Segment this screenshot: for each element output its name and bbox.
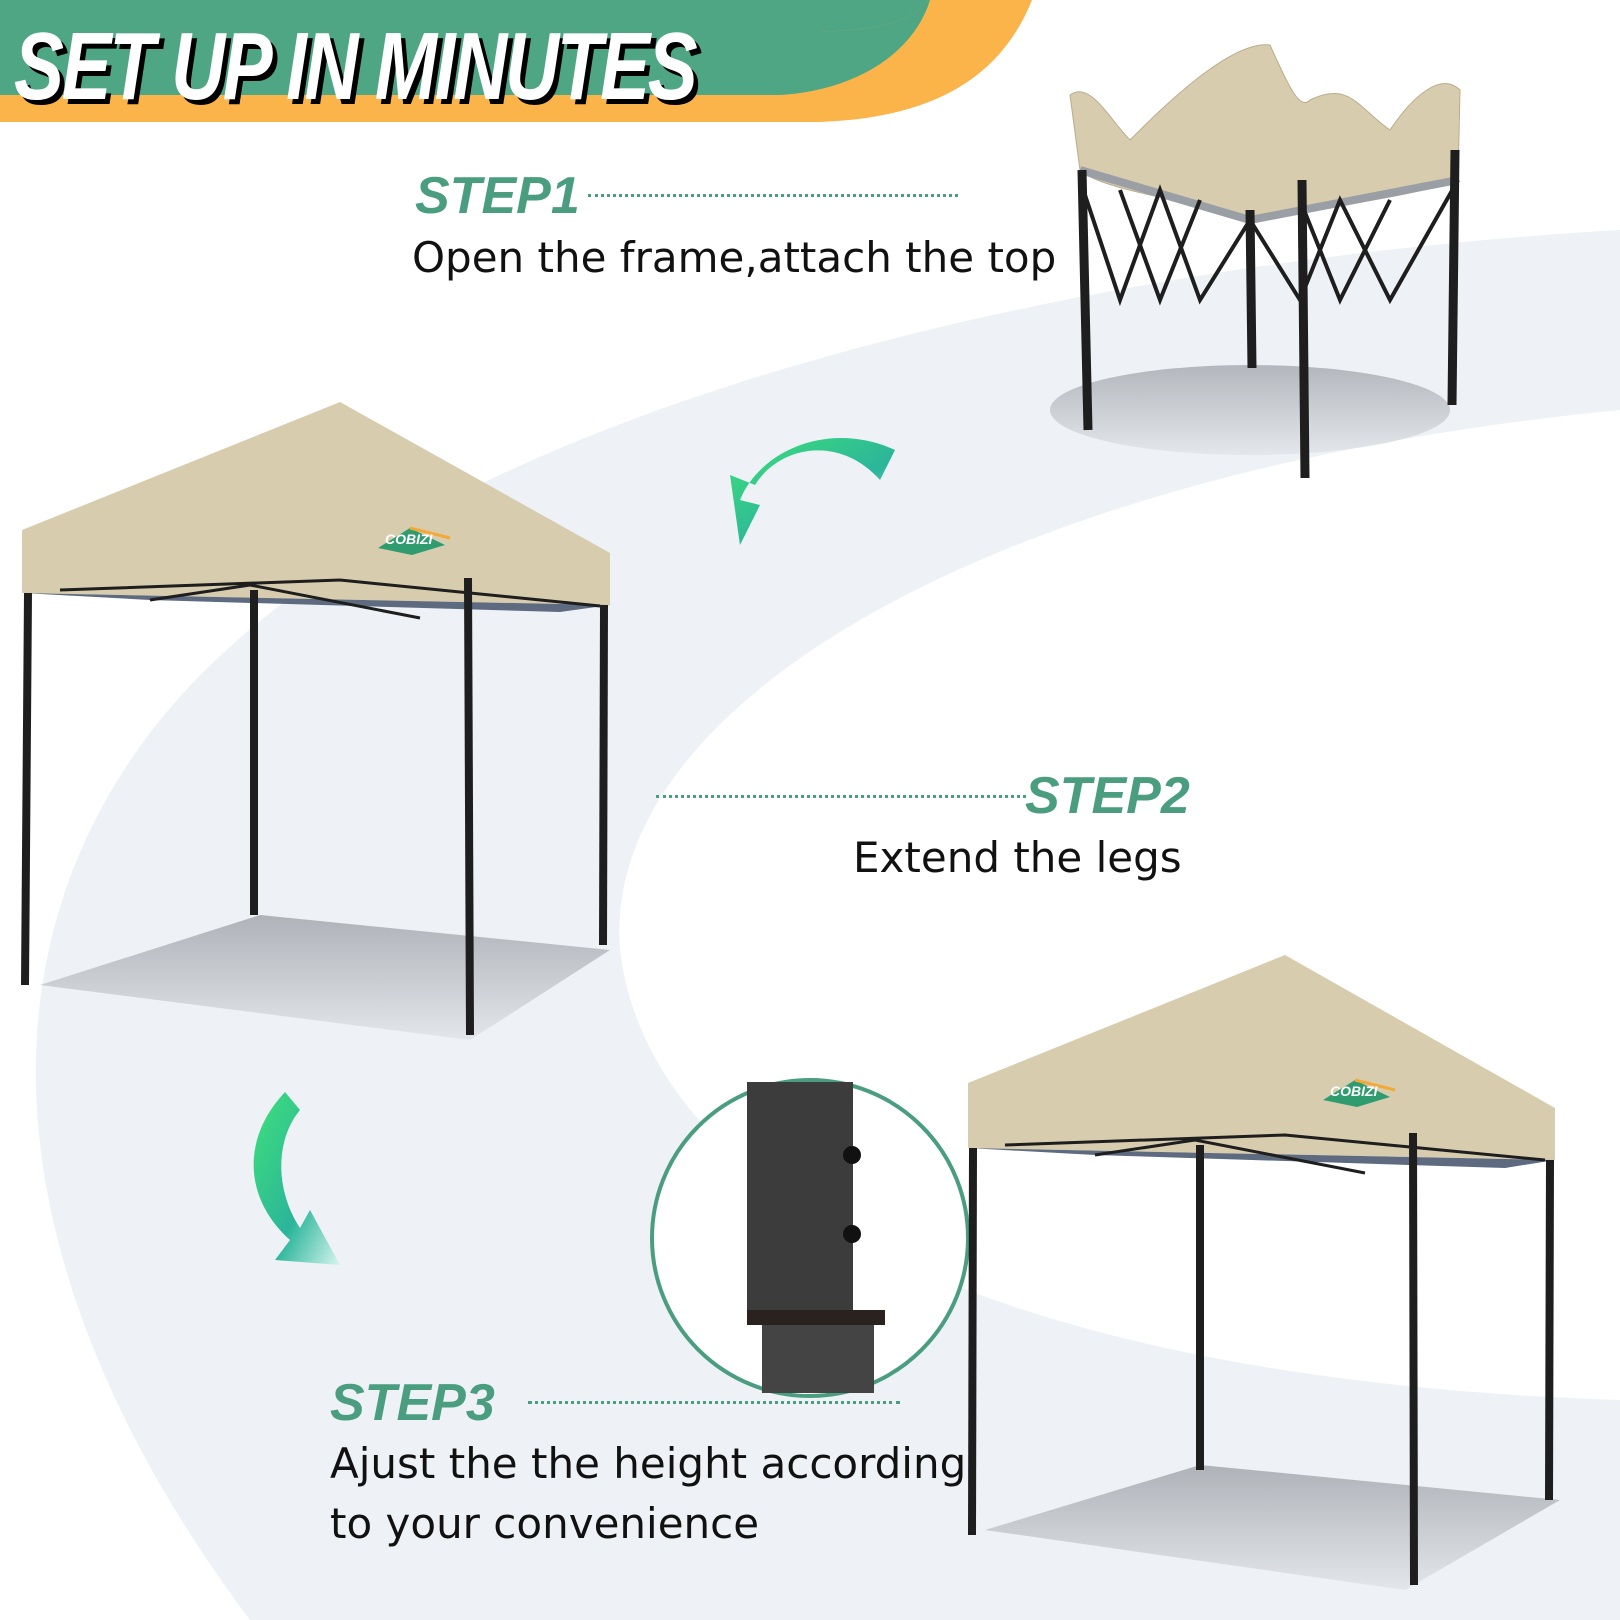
step2-divider	[656, 795, 1026, 798]
logo-text-2: COBIZI	[1330, 1083, 1378, 1099]
step3-label: STEP3	[330, 1374, 495, 1432]
step1-divider	[588, 194, 958, 197]
curved-arrow-icon-2	[253, 1092, 340, 1265]
step2-label: STEP2	[1025, 767, 1190, 825]
step3-divider	[528, 1401, 900, 1404]
logo-text-1: COBIZI	[385, 531, 433, 547]
tent-step1-illustration	[1050, 44, 1461, 479]
step3-text-line2: to your convenience	[330, 1499, 760, 1548]
step1-label: STEP1	[415, 167, 580, 225]
step2-text: Extend the legs	[853, 833, 1182, 882]
tent-step3-illustration	[968, 955, 1560, 1590]
cobizi-logo-1	[378, 526, 451, 555]
curved-arrow-icon-1	[730, 438, 895, 545]
step1-text: Open the frame,attach the top	[412, 233, 1057, 282]
cobizi-logo-2	[1323, 1078, 1396, 1107]
step3-text-line1: Ajust the the height according	[330, 1439, 967, 1488]
leg-detail-closeup	[650, 1078, 970, 1398]
header-green-band	[0, 0, 928, 32]
page-title: SET UP IN MINUTES	[14, 13, 698, 120]
tent-step2-illustration	[21, 402, 610, 1040]
